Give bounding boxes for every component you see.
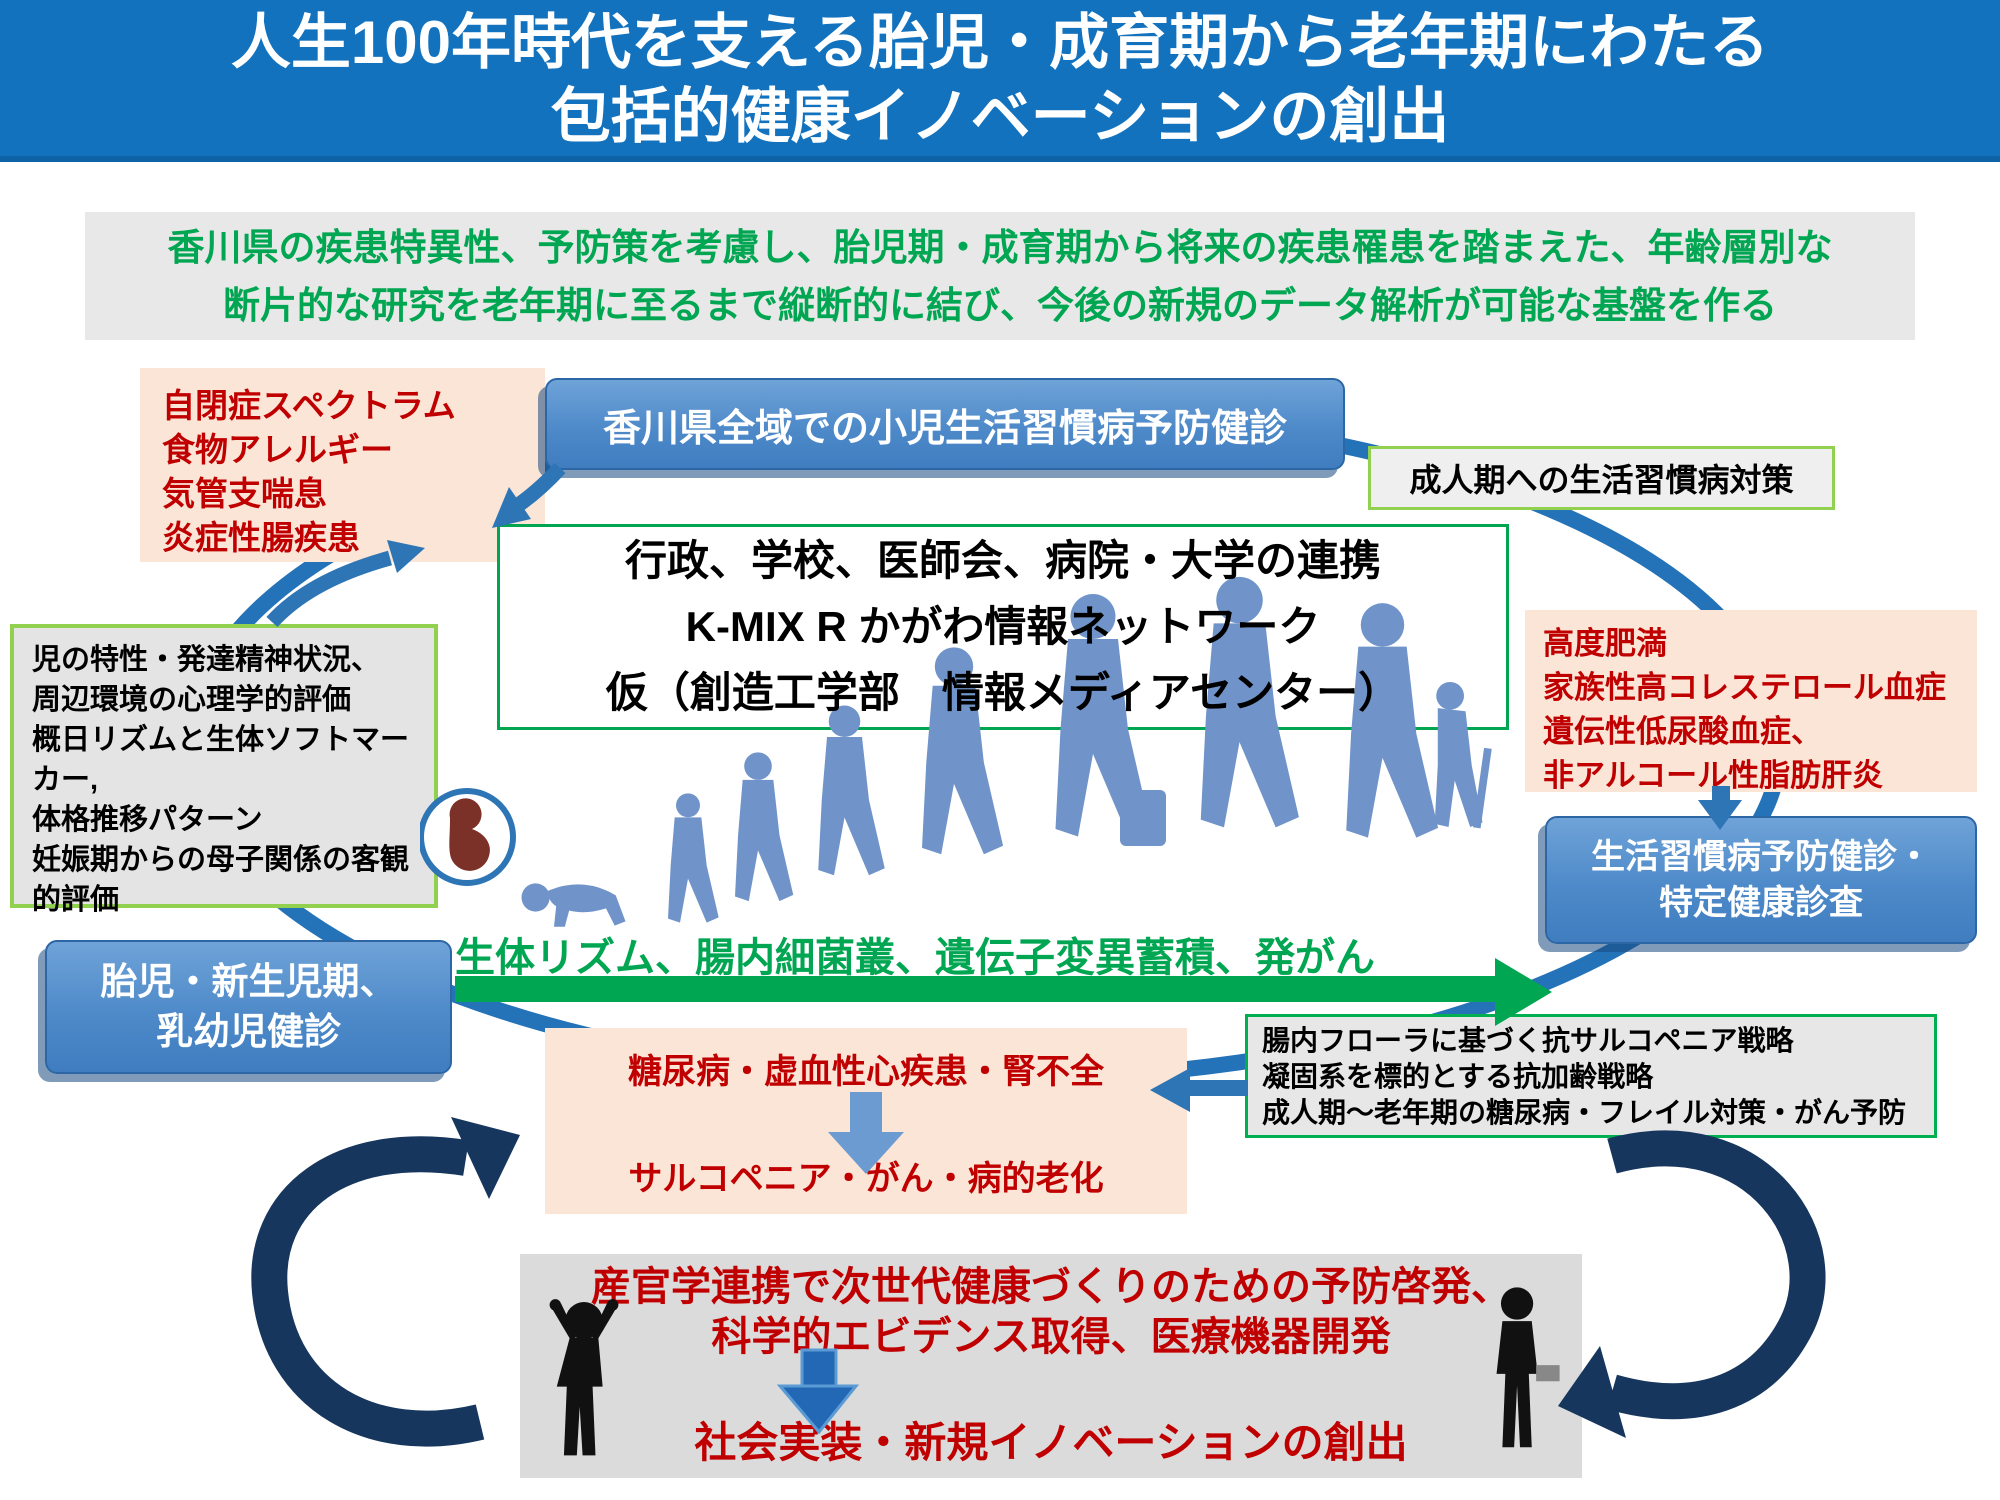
lifestyle-checkup-line: 特定健康診査 [1659, 884, 1863, 922]
adult-disease-line: 家族性高コレステロール血症 [1543, 670, 1946, 705]
businessman-silhouette-icon [1496, 1287, 1560, 1448]
axis-label: 生体リズム、腸内細菌叢、遺伝子変異蓄積、発がん [455, 925, 1565, 983]
child-assessment-line: 周辺環境の心理学的評価 [32, 684, 352, 716]
adult-disease-line: 非アルコール性脂肪肝炎 [1543, 758, 1884, 793]
goal-statement: 香川県の疾患特異性、予防策を考慮し、胎児期・成育期から将来の疾患罹患を踏まえた、… [85, 212, 1915, 340]
child-assessment-line: 体格推移パターン [32, 804, 263, 836]
goal-line-1: 香川県の疾患特異性、予防策を考慮し、胎児期・成育期から将来の疾患罹患を踏まえた、… [167, 227, 1833, 268]
pediatric-disease-line: 食物アレルギー [162, 431, 393, 468]
child-assessment-line: 児の特性・発達精神状況、 [32, 644, 381, 676]
box-adult-measures: 成人期への生活習慣病対策 [1368, 446, 1835, 510]
child-assessment-line: 妊娠期からの母子関係の客観的評価 [32, 844, 410, 916]
box-adult-diseases: 高度肥満 家族性高コレステロール血症 遺伝性低尿酸血症、 非アルコール性脂肪肝炎 [1525, 610, 1977, 793]
fetal-checkup-line: 乳幼児健診 [156, 1011, 341, 1052]
strategy-line: 成人期～老年期の糖尿病・フレイル対策・がん予防 [1262, 1097, 1907, 1128]
implementation-line-2: 科学的エビデンス取得、医療機器開発 [711, 1315, 1391, 1359]
strategy-line: 腸内フローラに基づく抗サルコペニア戦略 [1262, 1025, 1794, 1056]
box-child-assessment: 児の特性・発達精神状況、 周辺環境の心理学的評価 概日リズムと生体ソフトマーカー… [10, 624, 438, 916]
goal-line-2: 断片的な研究を老年期に至るまで縦断的に結び、今後の新規のデータ解析が可能な基盤を… [223, 285, 1777, 326]
progression-from: 糖尿病・虚血性心疾患・腎不全 [628, 1053, 1104, 1091]
box-aging-strategies: 腸内フローラに基づく抗サルコペニア戦略 凝固系を標的とする抗加齢戦略 成人期～老… [1245, 1014, 1937, 1138]
box-lifestyle-checkup: 生活習慣病予防健診・ 特定健康診査 [1545, 816, 1977, 944]
child-assessment-line: 概日リズムと生体ソフトマーカー, [32, 724, 410, 796]
implementation-line-1: 産官学連携で次世代健康づくりのための予防啓発、 [591, 1265, 1511, 1309]
title-line-1: 人生100年時代を支える胎児・成育期から老年期にわたる [230, 9, 1770, 76]
pediatric-disease-line: 炎症性腸疾患 [162, 519, 360, 556]
axis-label-text: 生体リズム、腸内細菌叢、遺伝子変異蓄積、発がん [455, 936, 1375, 980]
box-implementation: 産官学連携で次世代健康づくりのための予防啓発、 科学的エビデンス取得、医療機器開… [520, 1254, 1582, 1478]
life-stages-silhouettes-icon [420, 576, 1492, 927]
adult-disease-line: 遺伝性低尿酸血症、 [1543, 714, 1822, 749]
box-disease-progression: 糖尿病・虚血性心疾患・腎不全 サルコペニア・がん・病的老化 [545, 1028, 1187, 1214]
title-banner: 人生100年時代を支える胎児・成育期から老年期にわたる 包括的健康イノベーション… [0, 0, 2000, 162]
network-line: 仮（創造工学部 情報メディアセンター） [605, 669, 1401, 716]
title-line-2: 包括的健康イノベーションの創出 [550, 83, 1450, 150]
box-pediatric-diseases: 自閉症スペクトラム 食物アレルギー 気管支喘息 炎症性腸疾患 [140, 368, 545, 562]
implementation-outcome: 社会実装・新規イノベーションの創出 [694, 1419, 1408, 1466]
box-pediatric-checkup: 香川県全域での小児生活習慣病予防健診 [545, 378, 1345, 470]
box-fetal-checkup: 胎児・新生児期、 乳幼児健診 [45, 940, 452, 1074]
adult-disease-line: 高度肥満 [1543, 626, 1667, 661]
box-network [497, 524, 1509, 730]
pediatric-disease-line: 自閉症スペクトラム [162, 387, 456, 424]
fetal-checkup-line: 胎児・新生児期、 [100, 961, 397, 1002]
lifestyle-checkup-line: 生活習慣病予防健診・ [1591, 838, 1931, 876]
adult-measures-label: 成人期への生活習慣病対策 [1409, 462, 1794, 498]
strategy-line: 凝固系を標的とする抗加齢戦略 [1262, 1061, 1654, 1092]
progression-to: サルコペニア・がん・病的老化 [628, 1160, 1104, 1198]
pediatric-disease-line: 気管支喘息 [162, 475, 327, 512]
pediatric-checkup-label: 香川県全域での小児生活習慣病予防健診 [602, 407, 1287, 450]
network-line: 行政、学校、医師会、病院・大学の連携 [624, 537, 1381, 584]
fetus-icon [420, 788, 516, 886]
child-silhouette-icon [549, 1299, 619, 1456]
network-text: 行政、学校、医師会、病院・大学の連携 K-MIX R かがわ情報ネットワーク 仮… [497, 528, 1509, 726]
network-line: K-MIX R かがわ情報ネットワーク [685, 603, 1321, 650]
